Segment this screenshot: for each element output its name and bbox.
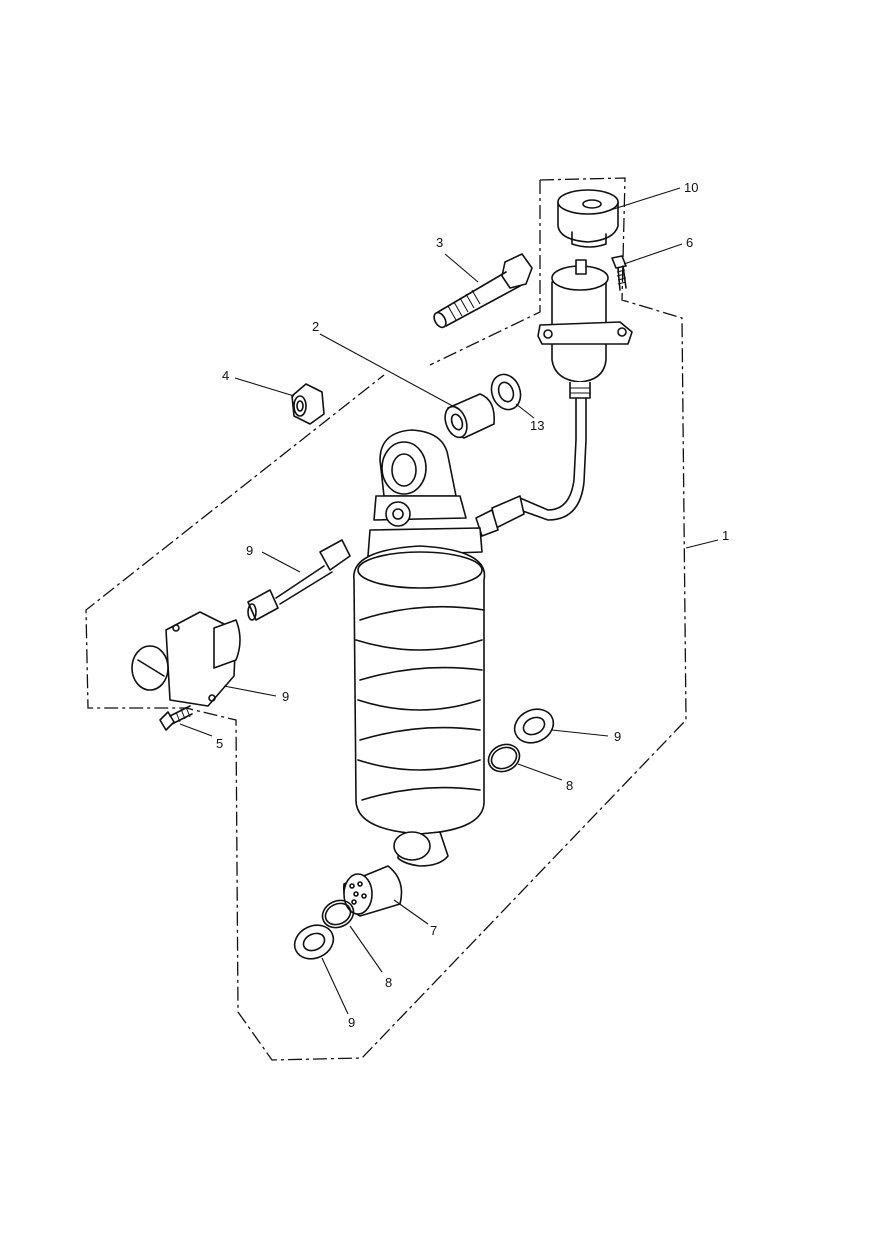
callout-9a: 9 <box>614 729 621 744</box>
callout-9-lower: 9 <box>348 1015 355 1030</box>
callout-4: 4 <box>222 368 229 383</box>
callout-3: 3 <box>436 235 443 250</box>
callout-13: 13 <box>530 418 544 433</box>
leader-lines <box>179 187 719 1015</box>
callout-10: 9 <box>246 543 253 558</box>
part-12-top-cap <box>557 189 619 248</box>
callout-5: 5 <box>216 736 223 751</box>
shock-top-eye <box>367 429 483 557</box>
part-9-lower-washer <box>293 924 335 960</box>
callout-2: 2 <box>312 319 319 334</box>
part-4-nut <box>291 383 325 425</box>
part-10-adjuster-rod <box>247 539 351 621</box>
part-5-screw <box>159 705 193 731</box>
assembly-boundary <box>85 177 687 1061</box>
part-13-washer <box>490 373 522 411</box>
part-9-upper-washer <box>513 708 555 744</box>
part-6-bolt <box>611 255 627 291</box>
callout-7: 7 <box>430 923 437 938</box>
hydraulic-hose <box>475 397 587 537</box>
assembly-boundary-inner <box>429 180 541 366</box>
callout-12: 10 <box>684 180 698 195</box>
preload-adjuster-reservoir <box>537 259 633 399</box>
part-8-lower-o-ring <box>321 899 355 929</box>
part-2-bush <box>444 393 496 439</box>
callout-8a: 8 <box>566 778 573 793</box>
callout-6: 6 <box>686 235 693 250</box>
callout-8b: 8 <box>385 975 392 990</box>
part-3-bolt <box>433 253 533 329</box>
callout-11: 9 <box>282 689 289 704</box>
part-11-adjuster-housing <box>131 611 241 707</box>
part-8-upper-o-ring <box>487 743 521 773</box>
coil-spring <box>353 545 486 867</box>
callout-1: 1 <box>722 528 729 543</box>
